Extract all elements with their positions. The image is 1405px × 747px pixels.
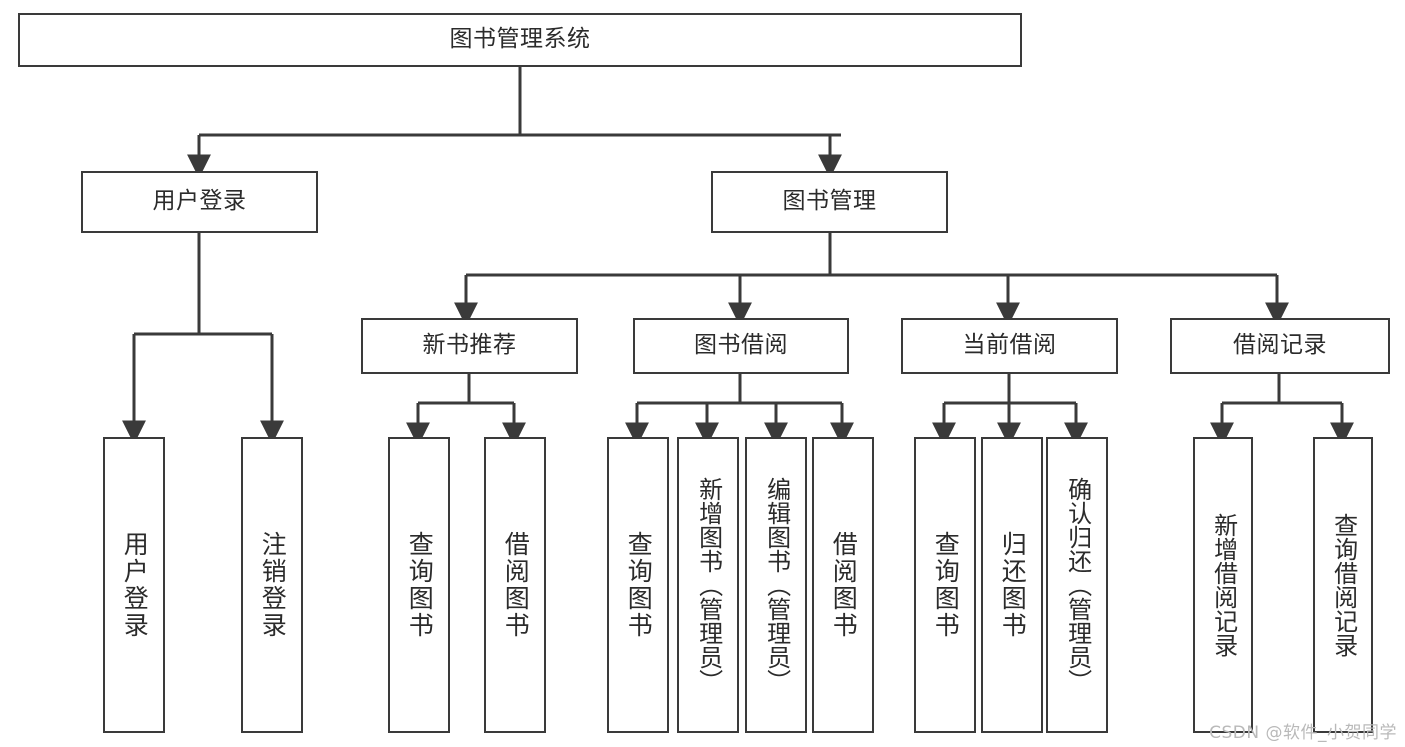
node-leaf-edit-book[interactable]: 编辑图书（管理员） bbox=[745, 437, 807, 733]
node-leaf-user-login[interactable]: 用户登录 bbox=[103, 437, 165, 733]
node-user-login-label: 用户登录 bbox=[152, 188, 247, 215]
node-leaf-borrow-book-1-label: 借阅图书 bbox=[501, 531, 531, 639]
node-leaf-query-book-3-label: 查询图书 bbox=[931, 531, 961, 639]
node-leaf-add-record-label: 新增借阅记录 bbox=[1209, 513, 1238, 657]
node-new-book-recommend[interactable]: 新书推荐 bbox=[361, 318, 578, 374]
watermark: CSDN @软件_小贺同学 bbox=[1209, 723, 1397, 743]
node-root-label: 图书管理系统 bbox=[449, 26, 591, 53]
node-leaf-add-book-label: 新增图书（管理员） bbox=[694, 477, 723, 693]
node-leaf-borrow-book-2[interactable]: 借阅图书 bbox=[812, 437, 874, 733]
node-leaf-logout-label: 注销登录 bbox=[258, 531, 288, 639]
node-leaf-confirm-return[interactable]: 确认归还（管理员） bbox=[1046, 437, 1108, 733]
node-leaf-borrow-book-1[interactable]: 借阅图书 bbox=[484, 437, 546, 733]
node-leaf-query-book-3[interactable]: 查询图书 bbox=[914, 437, 976, 733]
node-leaf-query-book-2[interactable]: 查询图书 bbox=[607, 437, 669, 733]
node-book-borrow[interactable]: 图书借阅 bbox=[633, 318, 849, 374]
node-leaf-user-login-label: 用户登录 bbox=[120, 531, 150, 639]
node-current-borrow-label: 当前借阅 bbox=[962, 332, 1057, 359]
node-leaf-query-record[interactable]: 查询借阅记录 bbox=[1313, 437, 1373, 733]
node-root[interactable]: 图书管理系统 bbox=[18, 13, 1022, 67]
node-book-manage-label: 图书管理 bbox=[782, 188, 877, 215]
node-new-book-recommend-label: 新书推荐 bbox=[422, 332, 517, 359]
node-borrow-record-label: 借阅记录 bbox=[1233, 332, 1327, 359]
node-leaf-return-book-label: 归还图书 bbox=[998, 531, 1028, 639]
node-leaf-borrow-book-2-label: 借阅图书 bbox=[829, 531, 859, 639]
node-book-borrow-label: 图书借阅 bbox=[694, 332, 788, 359]
node-leaf-logout[interactable]: 注销登录 bbox=[241, 437, 303, 733]
node-leaf-query-book-1[interactable]: 查询图书 bbox=[388, 437, 450, 733]
node-leaf-edit-book-label: 编辑图书（管理员） bbox=[762, 477, 791, 693]
node-book-manage[interactable]: 图书管理 bbox=[711, 171, 948, 233]
node-leaf-query-book-1-label: 查询图书 bbox=[405, 531, 435, 639]
node-leaf-query-book-2-label: 查询图书 bbox=[624, 531, 654, 639]
node-leaf-return-book[interactable]: 归还图书 bbox=[981, 437, 1043, 733]
node-current-borrow[interactable]: 当前借阅 bbox=[901, 318, 1118, 374]
node-leaf-confirm-return-label: 确认归还（管理员） bbox=[1063, 477, 1092, 693]
node-borrow-record[interactable]: 借阅记录 bbox=[1170, 318, 1390, 374]
node-user-login[interactable]: 用户登录 bbox=[81, 171, 318, 233]
node-leaf-add-book[interactable]: 新增图书（管理员） bbox=[677, 437, 739, 733]
node-leaf-add-record[interactable]: 新增借阅记录 bbox=[1193, 437, 1253, 733]
node-leaf-query-record-label: 查询借阅记录 bbox=[1329, 513, 1358, 657]
